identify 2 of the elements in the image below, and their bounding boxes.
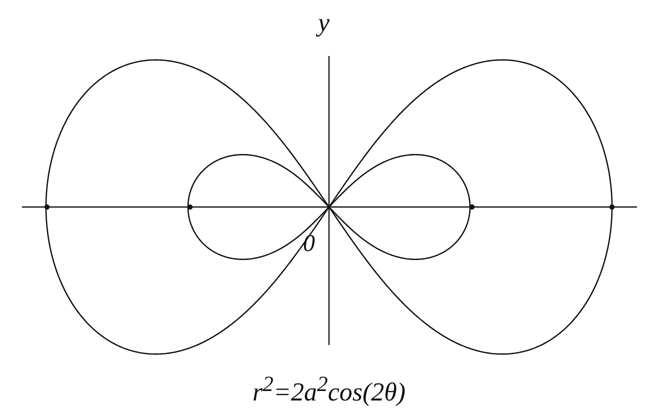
axis-label: y — [318, 10, 330, 36]
equation-caption: r$^{2}$=2a$^{2}$cos(2θ) — [252, 374, 406, 406]
